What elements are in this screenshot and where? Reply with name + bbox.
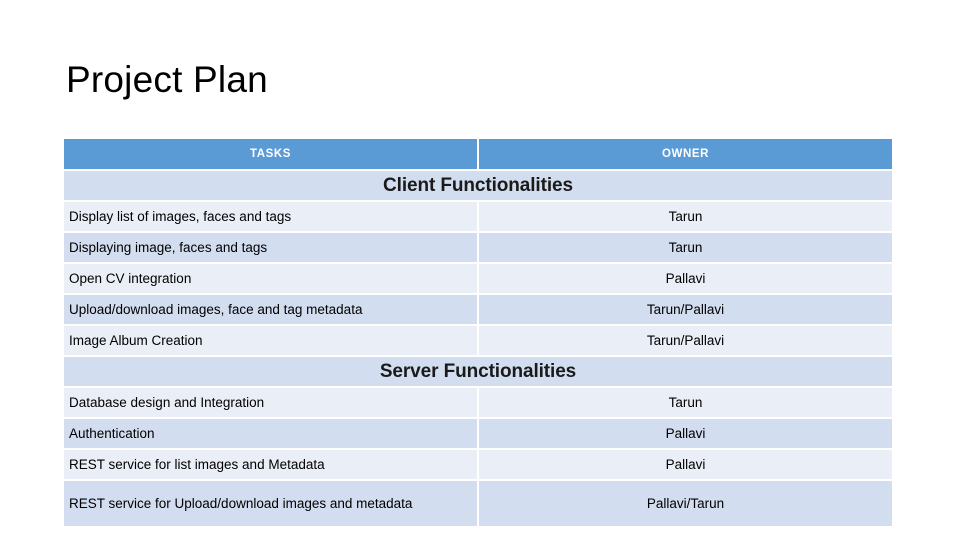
owner-label: Tarun — [479, 202, 892, 233]
task-label: Display list of images, faces and tags — [64, 202, 479, 233]
owner-label: Pallavi — [479, 450, 892, 481]
task-label: Displaying image, faces and tags — [64, 233, 479, 264]
table-row: REST service for Upload/download images … — [64, 481, 892, 528]
column-header-tasks: TASKS — [64, 139, 479, 171]
section-header-client: Client Functionalities — [64, 171, 892, 202]
table-body: TASKS OWNER Client Functionalities Displ… — [64, 139, 892, 528]
column-header-owner: OWNER — [479, 139, 892, 171]
section-title-client: Client Functionalities — [64, 171, 892, 202]
table-row: Open CV integration Pallavi — [64, 264, 892, 295]
table-header-row: TASKS OWNER — [64, 139, 892, 171]
owner-label: Tarun/Pallavi — [479, 295, 892, 326]
page-title: Project Plan — [66, 59, 268, 100]
task-label: Authentication — [64, 419, 479, 450]
table-row: Upload/download images, face and tag met… — [64, 295, 892, 326]
owner-label: Tarun/Pallavi — [479, 326, 892, 357]
owner-label: Tarun — [479, 233, 892, 264]
task-label: REST service for list images and Metadat… — [64, 450, 479, 481]
project-plan-table: TASKS OWNER Client Functionalities Displ… — [64, 139, 892, 528]
table-row: Displaying image, faces and tags Tarun — [64, 233, 892, 264]
section-header-server: Server Functionalities — [64, 357, 892, 388]
table-row: Database design and Integration Tarun — [64, 388, 892, 419]
owner-label: Tarun — [479, 388, 892, 419]
table-row: Display list of images, faces and tags T… — [64, 202, 892, 233]
task-label: Upload/download images, face and tag met… — [64, 295, 479, 326]
table-row: Authentication Pallavi — [64, 419, 892, 450]
owner-label: Pallavi/Tarun — [479, 481, 892, 528]
task-label: Open CV integration — [64, 264, 479, 295]
owner-label: Pallavi — [479, 264, 892, 295]
table-row: Image Album Creation Tarun/Pallavi — [64, 326, 892, 357]
owner-label: Pallavi — [479, 419, 892, 450]
task-label: Image Album Creation — [64, 326, 479, 357]
task-label: REST service for Upload/download images … — [64, 481, 479, 528]
table-row: REST service for list images and Metadat… — [64, 450, 892, 481]
task-label: Database design and Integration — [64, 388, 479, 419]
section-title-server: Server Functionalities — [64, 357, 892, 388]
